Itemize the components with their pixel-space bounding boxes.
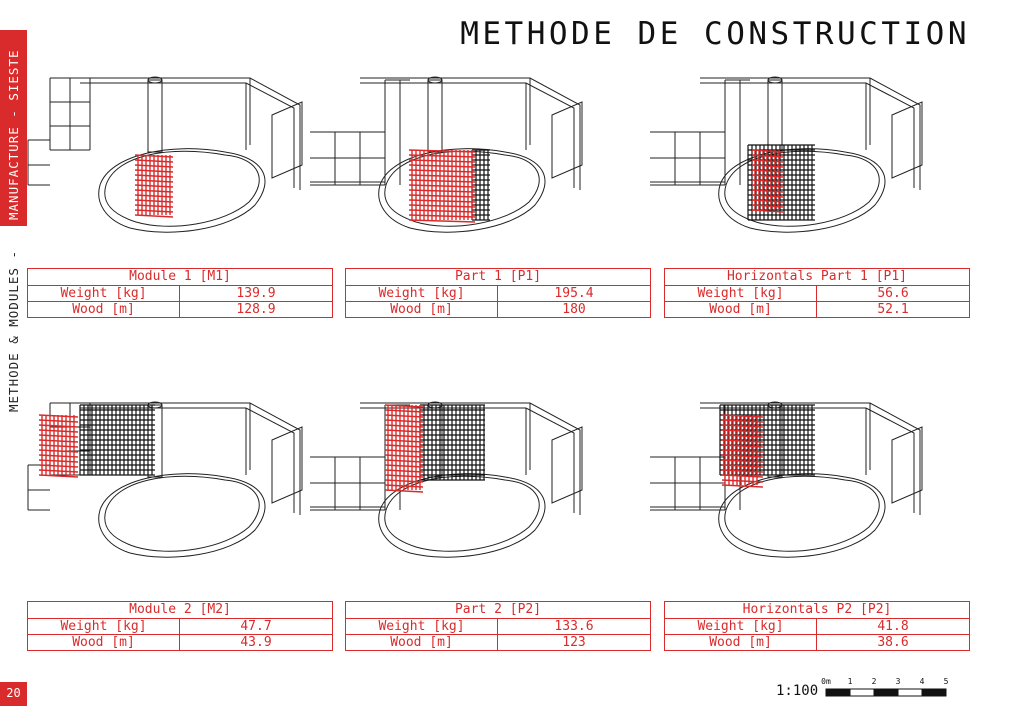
drawing-svg: [650, 76, 923, 233]
table-header-row: Horizontals Part 1 [P1]: [665, 269, 969, 285]
table-header-row: Module 2 [M2]: [28, 602, 332, 618]
scale-segment: [897, 688, 923, 697]
row-value: 123: [562, 635, 586, 650]
row-value: 41.8: [877, 619, 909, 634]
scale-tick-label: 5: [944, 677, 949, 686]
table-title: Horizontals Part 1 [P1]: [726, 269, 907, 284]
row-value: 180: [562, 302, 586, 317]
table-row: Weight [kg] 41.8: [665, 618, 969, 634]
scale-segment: [849, 688, 875, 697]
row-value: 47.7: [240, 619, 272, 634]
axonometric-drawing: [640, 400, 980, 570]
table-header-row: Part 2 [P2]: [346, 602, 650, 618]
row-label: Wood [m]: [28, 302, 180, 317]
row-label: Wood [m]: [28, 635, 180, 650]
row-label: Wood [m]: [346, 635, 498, 650]
table-title: Part 2 [P2]: [454, 602, 542, 617]
table-title: Module 1 [M1]: [129, 269, 231, 284]
table-row: Wood [m] 52.1: [665, 301, 969, 317]
scale-label: 1:100: [776, 683, 819, 699]
row-label: Weight [kg]: [346, 619, 498, 634]
scale-tick-label: 3: [896, 677, 901, 686]
table-header-row: Module 1 [M1]: [28, 269, 332, 285]
table-header-row: Horizontals P2 [P2]: [665, 602, 969, 618]
scale-graphic: 0m 1 2 3 4 5: [821, 677, 949, 697]
table-row: Weight [kg] 133.6: [346, 618, 650, 634]
row-value: 38.6: [877, 635, 909, 650]
sidebar-section-label: MANUFACTURE - SIESTE: [6, 49, 21, 220]
row-value: 139.9: [236, 286, 276, 301]
table-row: Weight [kg] 139.9: [28, 285, 332, 301]
table-header-row: Part 1 [P1]: [346, 269, 650, 285]
scale-segment: [825, 688, 851, 697]
row-label: Weight [kg]: [28, 286, 180, 301]
table-row: Weight [kg] 56.6: [665, 285, 969, 301]
table-row: Weight [kg] 195.4: [346, 285, 650, 301]
axonometric-drawing: [20, 400, 360, 570]
drawing-svg: [310, 76, 583, 233]
axonometric-drawing: [300, 400, 640, 570]
drawing-svg: [310, 401, 583, 558]
scale-tick-label: 0m: [821, 677, 831, 686]
row-label: Weight [kg]: [665, 619, 817, 634]
sidebar-red-band: [0, 30, 27, 226]
scale-tick-label: 1: [848, 677, 853, 686]
row-value: 128.9: [236, 302, 276, 317]
scale-segment: [873, 688, 899, 697]
row-value: 56.6: [877, 286, 909, 301]
scale-segment: [921, 688, 947, 697]
table-row: Wood [m] 180: [346, 301, 650, 317]
table-title: Module 2 [M2]: [129, 602, 231, 617]
drawing-svg: [27, 401, 303, 558]
row-value: 133.6: [554, 619, 594, 634]
table-title: Part 1 [P1]: [454, 269, 542, 284]
axonometric-drawing: [640, 70, 980, 240]
page-number-box: 20: [0, 682, 27, 706]
row-value: 195.4: [554, 286, 594, 301]
table-row: Wood [m] 38.6: [665, 634, 969, 650]
row-value: 52.1: [877, 302, 909, 317]
scale-bar: 1:100 0m 1 2 3 4 5: [776, 673, 956, 707]
table-row: Wood [m] 128.9: [28, 301, 332, 317]
drawing-svg: [27, 76, 303, 233]
drawing-svg: [650, 401, 923, 558]
axonometric-drawing: [300, 70, 640, 240]
table-row: Weight [kg] 47.7: [28, 618, 332, 634]
table-row: Wood [m] 123: [346, 634, 650, 650]
row-label: Wood [m]: [665, 302, 817, 317]
row-label: Weight [kg]: [665, 286, 817, 301]
row-label: Wood [m]: [665, 635, 817, 650]
page-number: 20: [6, 686, 21, 700]
table-title: Horizontals P2 [P2]: [742, 602, 892, 617]
table-row: Wood [m] 43.9: [28, 634, 332, 650]
row-label: Weight [kg]: [346, 286, 498, 301]
row-label: Wood [m]: [346, 302, 498, 317]
axonometric-drawing: [20, 70, 360, 240]
sidebar-chapter-label: METHODE & MODULES -: [6, 250, 21, 412]
row-value: 43.9: [240, 635, 272, 650]
page-title: METHODE DE CONSTRUCTION: [460, 16, 970, 52]
row-label: Weight [kg]: [28, 619, 180, 634]
scale-tick-label: 4: [920, 677, 925, 686]
scale-tick-label: 2: [872, 677, 877, 686]
